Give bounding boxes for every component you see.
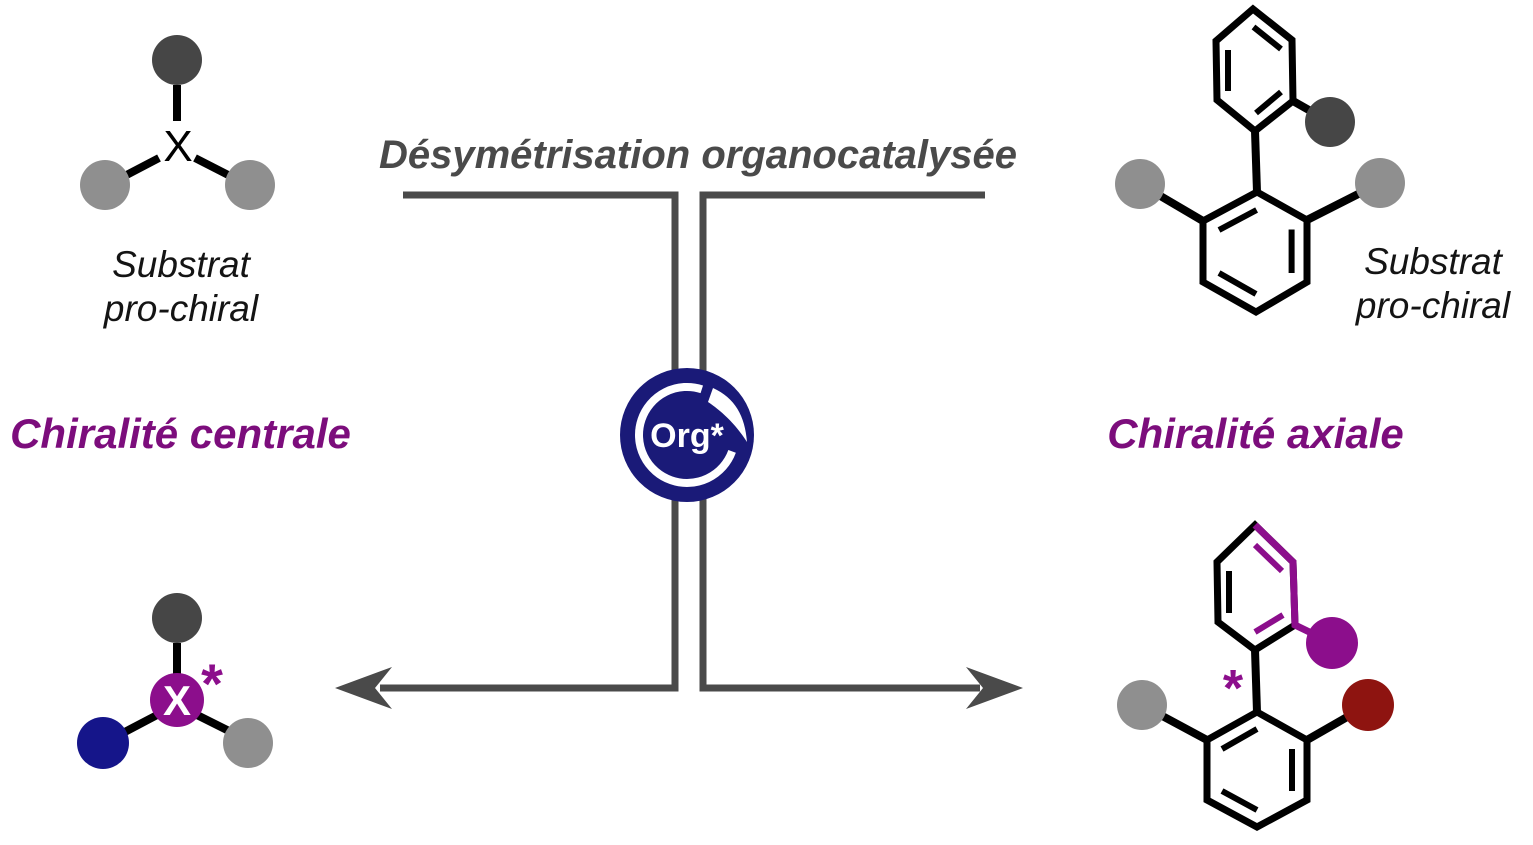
axis-bond	[1251, 130, 1261, 193]
substrate-central-caption: Substrat pro-chiral	[57, 243, 305, 330]
label-axial-chirality: Chiralité axiale	[1107, 410, 1404, 457]
substituent-circle-gray	[225, 160, 275, 210]
left-arrowhead-icon	[335, 667, 392, 709]
substrate-axial-caption: Substrat pro-chiral	[1338, 240, 1528, 327]
substituent-circle-dark	[1305, 97, 1355, 147]
double-bond-purple	[1253, 612, 1285, 635]
stereocenter-circle	[150, 673, 204, 727]
substituent-circle-navy	[77, 717, 129, 769]
substituent-circle-gray	[1117, 680, 1167, 730]
right-arrowhead-icon	[966, 667, 1023, 709]
diagram-title: Désymétrisation organocatalysée	[378, 133, 1018, 177]
central-atom-label: X	[163, 122, 192, 171]
substituent-circle-gray	[223, 718, 273, 768]
stereocenter-asterisk: *	[1223, 660, 1244, 718]
product-axial-structure: *	[1117, 520, 1394, 831]
double-bond	[1254, 89, 1283, 116]
double-bond-purple	[1252, 542, 1285, 574]
caption-line: Substrat	[1364, 241, 1502, 282]
substituent-circle-gray	[80, 160, 130, 210]
caption-line: pro-chiral	[1355, 284, 1511, 326]
double-bond	[1251, 24, 1283, 52]
substrate-axial-structure	[1115, 4, 1405, 317]
product-central-structure: X *	[77, 593, 273, 769]
double-bond	[1217, 207, 1259, 233]
substrate-central-structure: X	[80, 35, 275, 210]
double-bond	[1217, 270, 1258, 297]
substituent-circle-gray	[1355, 158, 1405, 208]
organocatalyst-badge: Org*	[620, 368, 754, 502]
substituent-circle-red	[1342, 679, 1394, 731]
central-atom-label: X	[163, 677, 191, 724]
upper-benzene-ring	[1212, 4, 1297, 136]
substituent-circle-gray	[1115, 159, 1165, 209]
axis-bond	[1251, 649, 1261, 713]
lower-benzene-ring	[1203, 707, 1311, 831]
stereocenter-asterisk: *	[201, 652, 223, 715]
double-bond	[1220, 726, 1259, 752]
label-central-chirality: Chiralité centrale	[10, 410, 351, 457]
lower-benzene-ring	[1199, 188, 1311, 317]
circular-arrow-icon	[635, 383, 736, 487]
caption-line: Substrat	[112, 244, 250, 285]
catalyst-label: Org*	[650, 417, 724, 455]
substituent-circle-purple	[1306, 617, 1358, 669]
substituent-circle-dark	[152, 35, 202, 85]
substituent-circle-dark	[152, 593, 202, 643]
double-bond	[1220, 788, 1259, 813]
caption-line: pro-chiral	[103, 287, 259, 329]
circular-arrowhead-icon	[708, 388, 747, 442]
